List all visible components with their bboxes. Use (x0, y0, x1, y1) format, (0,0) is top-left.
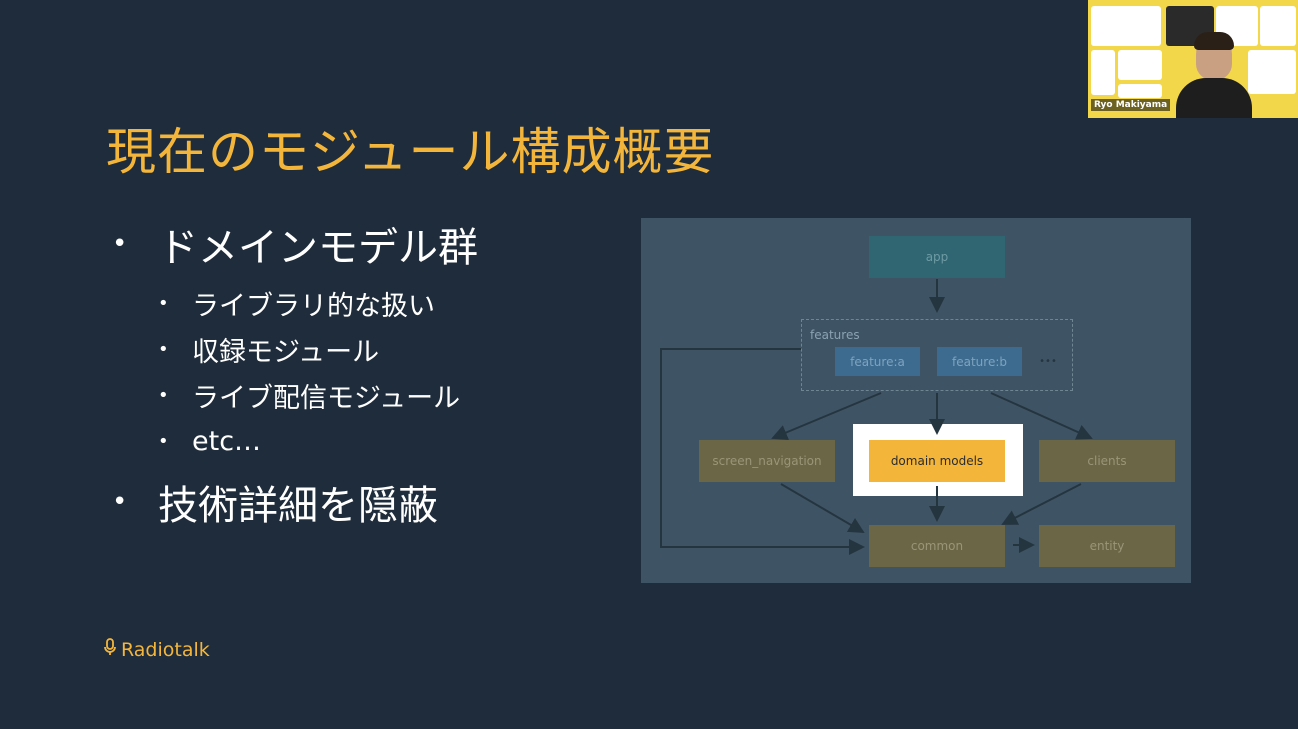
domain-models-node: domain models (869, 440, 1005, 482)
bullet-dot: • (112, 229, 128, 259)
sub-bullet-item: • etc… (158, 418, 478, 464)
sub-bullet-item: • 収録モジュール (158, 326, 478, 372)
common-node: common (869, 525, 1005, 567)
bullet-text: 技術詳細を隠蔽 (158, 483, 438, 529)
entity-node: entity (1039, 525, 1175, 567)
background-poster (1118, 84, 1162, 98)
bullet-text: ドメインモデル群 (158, 225, 478, 271)
screen-navigation-node: screen_navigation (699, 440, 835, 482)
slide-title: 現在のモジュール構成概要 (106, 123, 715, 181)
bullet-list: • ドメインモデル群 • ライブラリ的な扱い • 収録モジュール • ライブ配信… (112, 218, 478, 529)
bullet-dot: • (158, 338, 169, 360)
features-group-label: features (810, 328, 860, 342)
sub-bullet-list: • ライブラリ的な扱い • 収録モジュール • ライブ配信モジュール • etc… (112, 280, 478, 464)
background-poster (1091, 50, 1115, 95)
bullet-item: • 技術詳細を隠蔽 (112, 476, 478, 529)
bullet-item: • ドメインモデル群 (112, 218, 478, 271)
sub-bullet-text: 収録モジュール (192, 336, 380, 368)
clients-node: clients (1039, 440, 1175, 482)
webcam-video-tile[interactable]: Ryo Makiyama (1088, 0, 1298, 118)
bullet-dot: • (158, 430, 169, 452)
bullet-dot: • (158, 384, 169, 406)
background-poster (1260, 6, 1296, 46)
microphone-icon (103, 638, 117, 661)
participant-name-label: Ryo Makiyama (1091, 99, 1171, 111)
sub-bullet-item: • ライブラリ的な扱い (158, 280, 478, 326)
bullet-dot: • (112, 487, 128, 517)
background-poster (1118, 50, 1162, 80)
bullet-dot: • (158, 292, 169, 314)
app-node: app (869, 236, 1005, 278)
feature-b-node: feature:b (937, 347, 1022, 376)
logo-text: Radiotalk (121, 638, 210, 661)
diagram-arrows (660, 279, 1093, 555)
person-silhouette (1168, 30, 1258, 118)
background-poster (1091, 6, 1161, 46)
more-features-indicator: ••• (1039, 355, 1057, 367)
sub-bullet-text: etc… (192, 425, 262, 457)
feature-a-node: feature:a (835, 347, 920, 376)
sub-bullet-text: ライブラリ的な扱い (192, 290, 435, 322)
sub-bullet-item: • ライブ配信モジュール (158, 372, 478, 418)
radiotalk-logo: Radiotalk (103, 638, 210, 661)
background-poster (1248, 50, 1296, 94)
features-group: features (801, 319, 1073, 391)
module-diagram: features app feature:a feature:b ••• scr… (641, 218, 1191, 583)
sub-bullet-text: ライブ配信モジュール (192, 382, 461, 414)
